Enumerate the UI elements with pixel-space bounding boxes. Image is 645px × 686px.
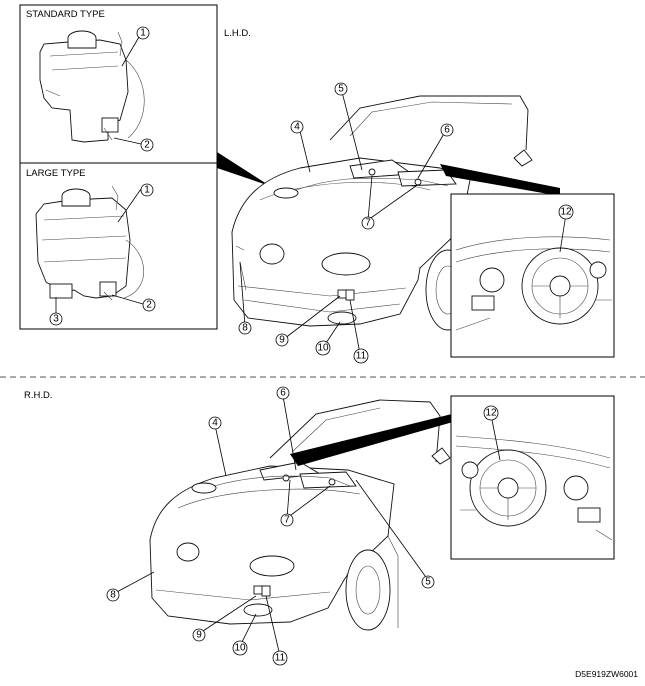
callout-2-large: 2: [142, 298, 156, 312]
callout-5-rhd: 5: [421, 575, 435, 589]
callout-12-lhd: 12: [558, 204, 574, 220]
callout-6-rhd: 6: [276, 386, 290, 400]
svg-text:9: 9: [279, 335, 285, 346]
svg-text:4: 4: [294, 122, 300, 133]
svg-text:9: 9: [196, 630, 202, 641]
svg-text:11: 11: [275, 653, 286, 664]
standard-type-label: STANDARD TYPE: [26, 9, 105, 20]
lhd-dashboard-drawing: [455, 236, 612, 331]
figure-code: D5E919ZW6001: [575, 669, 638, 679]
rhd-label: R.H.D.: [24, 390, 53, 401]
inset-pointer: [217, 152, 270, 186]
callout-11-rhd: 11: [272, 650, 288, 666]
callout-1-large: 1: [140, 183, 154, 197]
rhd-dashboard-drawing: [455, 435, 613, 541]
svg-text:7: 7: [365, 218, 371, 229]
callout-numbers: 1 2 1 2 3 4 5 6 7 8 9 10 11 12 4 6 7 5 8…: [49, 26, 574, 666]
callout-10-lhd: 10: [315, 340, 331, 356]
callout-12-rhd: 12: [483, 405, 499, 421]
rhd-dash-pointer: [290, 412, 460, 466]
callout-leaders: [55, 36, 567, 657]
callout-8-rhd: 8: [106, 588, 120, 602]
svg-text:3: 3: [53, 314, 59, 325]
svg-text:5: 5: [425, 577, 431, 588]
svg-text:2: 2: [144, 140, 150, 151]
callout-6-lhd: 6: [440, 123, 454, 137]
svg-text:6: 6: [280, 388, 286, 399]
callout-5-lhd: 5: [334, 82, 348, 96]
svg-text:11: 11: [356, 351, 367, 362]
callout-2-standard: 2: [140, 138, 154, 152]
lhd-dash-pointer: [440, 164, 560, 196]
large-tank-drawing: [35, 185, 145, 301]
callout-3-large: 3: [49, 312, 63, 326]
svg-text:12: 12: [485, 408, 497, 419]
callout-10-rhd: 10: [232, 640, 248, 656]
svg-text:12: 12: [560, 207, 572, 218]
callout-11-lhd: 11: [353, 348, 369, 364]
svg-text:10: 10: [317, 343, 329, 354]
callout-7-rhd: 7: [280, 513, 294, 527]
svg-text:1: 1: [140, 28, 146, 39]
large-type-label: LARGE TYPE: [26, 168, 86, 179]
callout-9-lhd: 9: [275, 333, 289, 347]
svg-text:1: 1: [144, 185, 150, 196]
svg-text:8: 8: [242, 323, 248, 334]
svg-text:8: 8: [110, 590, 116, 601]
callout-1-standard: 1: [136, 26, 150, 40]
callout-9-rhd: 9: [192, 628, 206, 642]
callout-7-lhd: 7: [361, 216, 375, 230]
svg-text:10: 10: [234, 643, 246, 654]
standard-tank-drawing: [39, 30, 145, 143]
callout-4-lhd: 4: [290, 120, 304, 134]
rhd-car-drawing: [149, 399, 451, 631]
svg-text:7: 7: [284, 515, 290, 526]
svg-text:4: 4: [212, 418, 218, 429]
svg-text:5: 5: [338, 84, 344, 95]
svg-text:2: 2: [146, 300, 152, 311]
callout-8-lhd: 8: [238, 321, 252, 335]
callout-4-rhd: 4: [208, 416, 222, 430]
lhd-label: L.H.D.: [224, 28, 251, 39]
svg-text:6: 6: [444, 125, 450, 136]
